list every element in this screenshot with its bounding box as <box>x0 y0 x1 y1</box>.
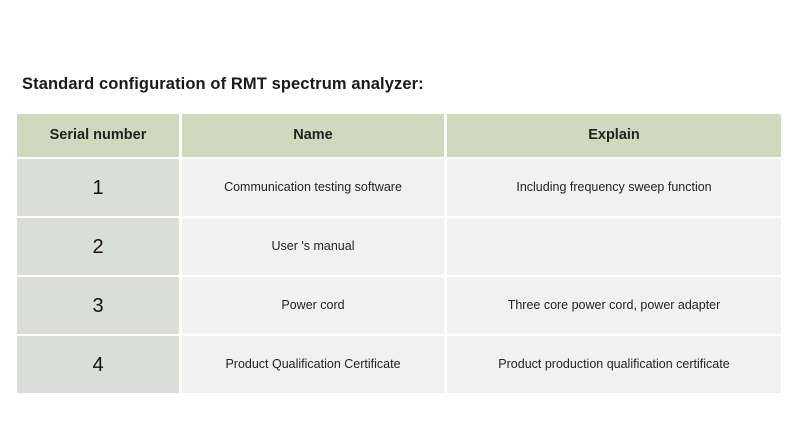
column-header-serial-number-label: Serial number <box>49 126 147 143</box>
cell-name-value: User 's manual <box>271 239 355 253</box>
cell-serial-number-value: 1 <box>92 176 104 199</box>
cell-serial-number: 2 <box>17 218 179 275</box>
cell-serial-number-value: 2 <box>92 235 104 258</box>
cell-explain: Three core power cord, power adapter <box>447 277 781 334</box>
cell-serial-number: 1 <box>17 159 179 216</box>
cell-name: User 's manual <box>182 218 444 275</box>
page-title: Standard configuration of RMT spectrum a… <box>22 75 424 93</box>
table-row: 1 Communication testing software Includi… <box>17 159 781 216</box>
cell-serial-number: 3 <box>17 277 179 334</box>
column-header-serial-number: Serial number <box>17 114 179 157</box>
cell-serial-number-value: 4 <box>92 353 104 376</box>
table-row: 2 User 's manual <box>17 218 781 275</box>
cell-explain <box>447 218 781 275</box>
standard-configuration-table: Serial number Name Explain 1 Communicati… <box>14 112 784 395</box>
table-row: 4 Product Qualification Certificate Prod… <box>17 336 781 393</box>
table-row: 3 Power cord Three core power cord, powe… <box>17 277 781 334</box>
cell-name: Product Qualification Certificate <box>182 336 444 393</box>
cell-explain-value: Product production qualification certifi… <box>498 357 730 371</box>
cell-serial-number-value: 3 <box>92 294 104 317</box>
column-header-explain: Explain <box>447 114 781 157</box>
cell-name: Power cord <box>182 277 444 334</box>
cell-explain: Product production qualification certifi… <box>447 336 781 393</box>
cell-explain-value: Three core power cord, power adapter <box>507 298 721 312</box>
cell-name: Communication testing software <box>182 159 444 216</box>
cell-name-value: Communication testing software <box>224 180 402 194</box>
table-body: 1 Communication testing software Includi… <box>17 159 781 393</box>
column-header-explain-label: Explain <box>588 126 640 143</box>
cell-explain-value: Including frequency sweep function <box>516 180 712 194</box>
cell-name-value: Product Qualification Certificate <box>225 357 401 371</box>
cell-serial-number: 4 <box>17 336 179 393</box>
table-header: Serial number Name Explain <box>17 114 781 157</box>
cell-explain: Including frequency sweep function <box>447 159 781 216</box>
cell-name-value: Power cord <box>281 298 345 312</box>
column-header-name: Name <box>182 114 444 157</box>
table-header-row: Serial number Name Explain <box>17 114 781 157</box>
column-header-name-label: Name <box>293 126 333 143</box>
